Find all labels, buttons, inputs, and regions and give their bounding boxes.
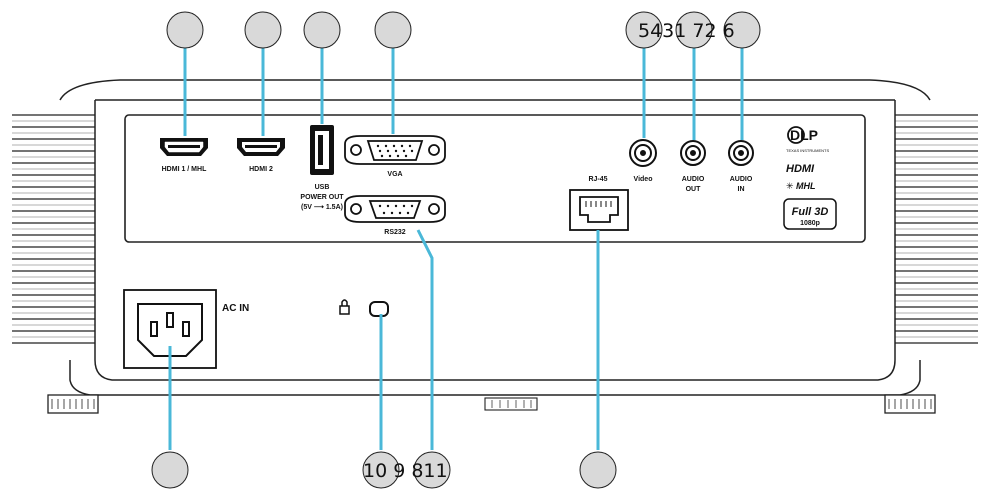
callout-circle-2	[244, 11, 282, 49]
callout-circle-8	[151, 451, 189, 489]
mhl-logo: ✳ MHL	[786, 181, 816, 191]
callout-circle-4	[374, 11, 412, 49]
svg-text:1080p: 1080p	[800, 220, 820, 227]
svg-text:✳: ✳	[786, 181, 794, 191]
usb-label-line3: (5V ⟶ 1.5A)	[301, 204, 343, 211]
hdmi2-port	[237, 138, 285, 156]
dlp-logo: DLP TEXAS INSTRUMENTS	[786, 126, 829, 153]
hdmi1-label: HDMI 1 / MHL	[162, 166, 207, 173]
rs232-label: RS232	[384, 229, 406, 236]
right-vent	[895, 114, 978, 344]
right-foot	[884, 394, 936, 414]
projector-body	[59, 79, 931, 396]
kensington-slot	[369, 301, 389, 317]
svg-text:MHL: MHL	[796, 181, 816, 191]
callout-circle-1	[166, 11, 204, 49]
hdmi-logo: HDMI	[786, 163, 815, 175]
callout-lines	[168, 48, 744, 450]
callout-circles	[151, 11, 761, 489]
left-foot	[47, 394, 99, 414]
audio-in-label-line1: AUDIO	[730, 176, 753, 183]
hdmi1-port	[160, 138, 208, 156]
connector-panel	[124, 114, 866, 243]
callout-circle-6	[675, 11, 713, 49]
callout-circle-5	[625, 11, 663, 49]
vga-port	[344, 135, 446, 165]
rs232-port	[344, 195, 446, 223]
svg-text:Full 3D: Full 3D	[792, 206, 829, 218]
rj45-port	[569, 189, 629, 231]
callout-circle-7	[723, 11, 761, 49]
hdmi2-label: HDMI 2	[249, 166, 273, 173]
audio-out-jack	[680, 140, 706, 166]
vga-label: VGA	[387, 171, 402, 178]
audio-in-jack	[728, 140, 754, 166]
usb-port	[310, 125, 334, 175]
left-vent	[12, 114, 95, 344]
center-foot	[484, 397, 538, 411]
callout-circle-10	[413, 451, 451, 489]
usb-label-line2: POWER OUT	[300, 194, 344, 201]
full3d-logo: Full 3D 1080p	[783, 198, 837, 230]
video-label: Video	[634, 176, 653, 183]
callout-numbers-bottom: 10 9 811	[363, 460, 448, 482]
callout-numbers-top: 5431 72 6	[638, 20, 735, 42]
rj45-label: RJ-45	[588, 176, 607, 183]
lock-icon	[339, 299, 350, 315]
audio-out-label-line1: AUDIO	[682, 176, 705, 183]
svg-text:TEXAS INSTRUMENTS: TEXAS INSTRUMENTS	[786, 148, 829, 153]
usb-label-line1: USB	[315, 184, 330, 191]
audio-out-label-line2: OUT	[686, 186, 702, 193]
callout-circle-11	[579, 451, 617, 489]
callout-circle-9	[362, 451, 400, 489]
video-jack	[629, 139, 657, 167]
svg-text:DLP: DLP	[790, 127, 818, 143]
ac-in-label: AC IN	[222, 303, 249, 314]
audio-in-label-line2: IN	[738, 186, 745, 193]
callout-circle-3	[303, 11, 341, 49]
